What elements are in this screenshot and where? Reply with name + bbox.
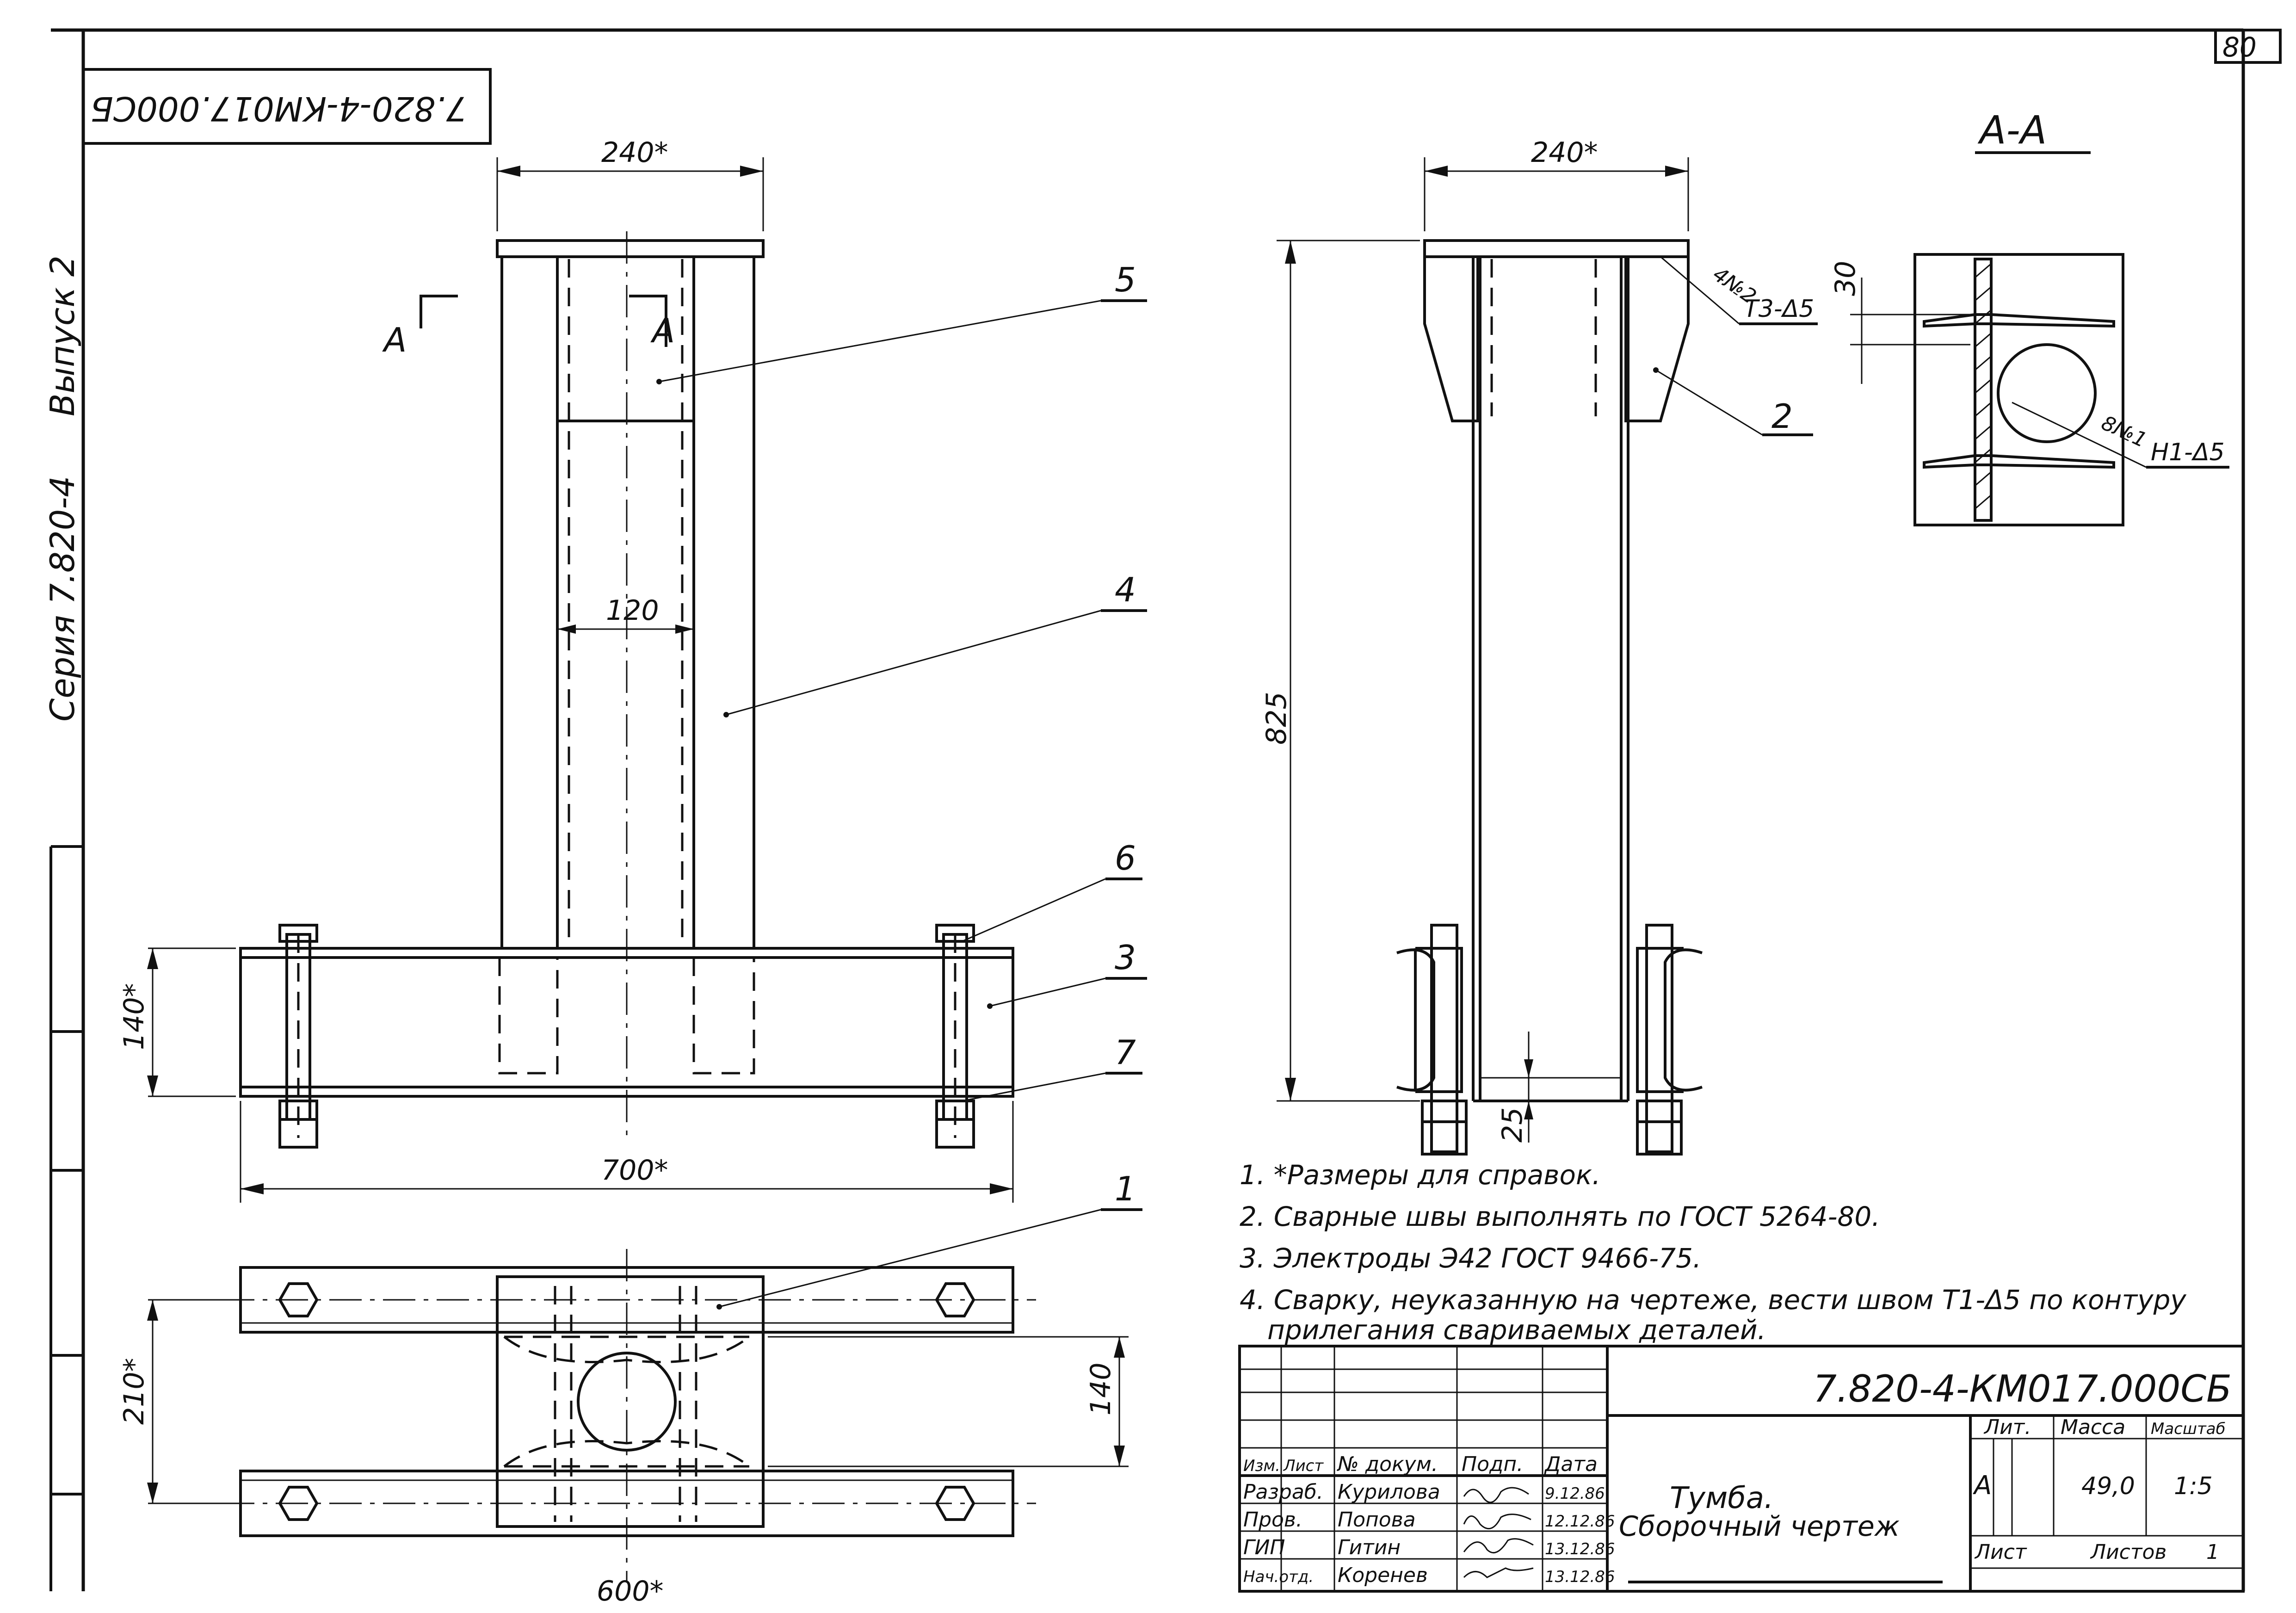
sheets-label: Листов [2090,1540,2166,1564]
stamp-code: 7.820-4-КМ017.000СБ [90,89,467,128]
tb-role-0: Разраб. [1243,1480,1323,1504]
side-dim-top-width: 240* [1531,136,1598,169]
series-label: Серия 7.820-4 [43,476,82,722]
tb-role-1: Пров. [1243,1508,1302,1532]
lit-value: А [1973,1471,1992,1501]
title-block: Изм. Лист № докум. Подп. Дата Разраб. Ку… [1238,1345,2245,1593]
callout-1: 1 [1115,1169,1136,1208]
signature-1 [1463,1514,1531,1529]
tb-date-0: 9.12.86 [1545,1484,1605,1503]
margin-strip [49,845,83,1591]
issue-label: Выпуск 2 [43,255,82,416]
note-4: 4. Сварку, неуказанную на чертеже, вести… [1240,1284,2186,1316]
tb-header-date: Дата [1544,1452,1598,1476]
section-title: А-А [1977,107,2047,153]
note-2: 2. Сварные швы выполнять по ГОСТ 5264-80… [1240,1201,1880,1232]
front-dim-length: 700* [601,1154,668,1187]
front-dim-height: 140* [118,983,150,1050]
note-4-cont: прилегания свариваемых деталей. [1267,1314,1766,1346]
side-weld-spec: Т3-Δ5 [1744,295,1814,323]
tb-name-3: Коренев [1338,1564,1428,1587]
section-dim: 30 [1829,261,1862,296]
tb-date-1: 12.12.86 [1545,1512,1615,1531]
section-marker-right: A [650,311,675,350]
section-marker-left: A [382,321,407,359]
front-dim-top-width: 240* [601,136,668,169]
plan-dim-length: 600* [597,1575,664,1607]
lit-label: Лит. [1983,1415,2031,1439]
title-name-1: Тумба. [1670,1481,1773,1515]
note-3: 3. Электроды Э42 ГОСТ 9466-75. [1240,1242,1701,1274]
side-dim-bottom: 25 [1496,1107,1529,1143]
plan-view: 210* 140 600* 1 [118,1169,1142,1607]
signature-3 [1463,1567,1534,1578]
sheet-label: Лист [1974,1540,2027,1564]
tb-role-2: ГИП [1243,1536,1285,1559]
signature-0 [1463,1487,1529,1503]
callout-2: 2 [1771,397,1793,436]
callout-5: 5 [1115,260,1136,299]
scale-label: Масштаб [2151,1420,2226,1438]
tb-date-3: 13.12.86 [1545,1568,1615,1586]
section-weld-spec: Н1-Δ5 [2151,439,2225,466]
callout-3: 3 [1115,938,1136,977]
tb-header-izm: Изм. [1243,1457,1280,1475]
plan-dim-width: 210* [118,1358,150,1425]
tb-date-2: 13.12.86 [1545,1540,1615,1558]
note-1: 1. *Размеры для справок. [1240,1159,1600,1191]
notes: 1. *Размеры для справок. 2. Сварные швы … [1240,1159,2186,1346]
stamp-box: 7.820-4-КМ017.000СБ [82,68,492,145]
front-view: A A 240* 120 140* 700* 5 4 6 [118,136,1147,1203]
page-number: 80 [2222,31,2257,63]
scale-value: 1:5 [2174,1472,2213,1500]
callout-7: 7 [1115,1033,1136,1072]
signature-2 [1463,1538,1534,1554]
tb-name-1: Попова [1338,1508,1416,1532]
front-dim-inner-width: 120 [606,594,659,627]
tb-name-2: Гитин [1338,1536,1401,1559]
tb-header-sign: Подп. [1462,1452,1523,1476]
mass-label: Масса [2061,1415,2125,1439]
plan-dim-inner: 140 [1085,1362,1117,1415]
sheet-frame: 80 [51,28,2282,1591]
document-code: 7.820-4-КМ017.000СБ [1813,1367,2232,1410]
callout-6: 6 [1115,839,1136,878]
side-dim-height: 825 [1260,692,1293,745]
section-aa: А-А 30 8№1 Н1-Δ5 [1829,107,2229,526]
title-name-2: Сборочный чертеж [1619,1510,1900,1543]
sheets-value: 1 [2206,1540,2219,1564]
mass-value: 49,0 [2081,1472,2135,1500]
tb-name-0: Курилова [1338,1480,1440,1504]
tb-header-doc: № докум. [1336,1452,1438,1476]
callout-4: 4 [1115,570,1136,609]
tb-role-3: Нач.отд. [1243,1568,1314,1586]
side-view: 240* 825 25 4№2 Т3-Δ5 2 [1260,136,1818,1156]
tb-header-list: Лист [1283,1457,1324,1475]
